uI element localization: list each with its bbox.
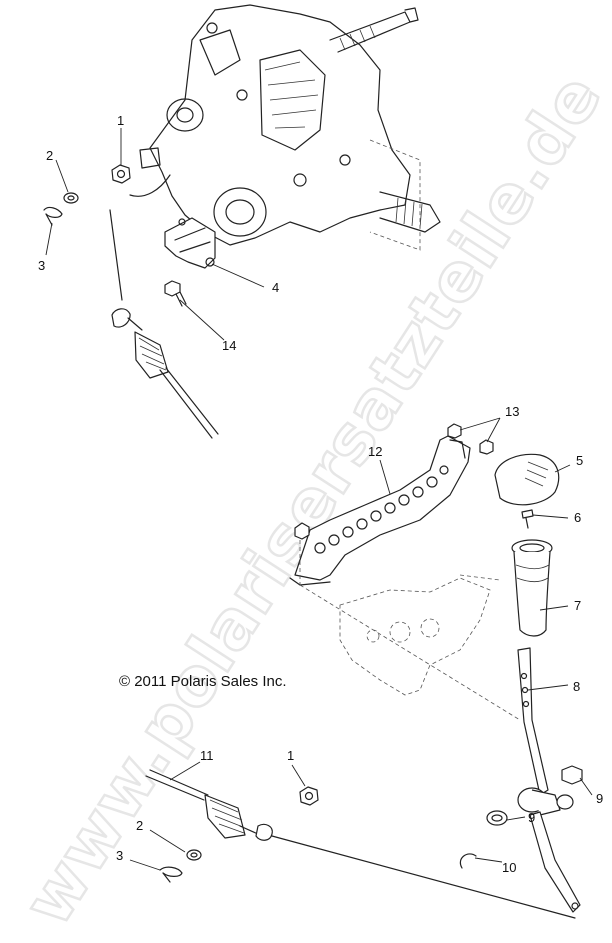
callout-7: 7 (574, 598, 581, 613)
shift-cable-top (109, 209, 219, 439)
callout-2-top: 2 (46, 148, 53, 163)
callout-13: 13 (505, 404, 519, 419)
callout-12: 12 (368, 444, 382, 459)
callout-2-bottom: 2 (136, 818, 143, 833)
plate-bolt (294, 522, 310, 540)
callout-1-bottom: 1 (287, 748, 294, 763)
part-1-nut-bottom (299, 786, 319, 806)
leader-lines (45, 128, 593, 871)
part-2-washer-top (63, 192, 79, 204)
callout-3-bottom: 3 (116, 848, 123, 863)
callout-8: 8 (573, 679, 580, 694)
part-6-screw (521, 509, 534, 529)
callout-10: 10 (502, 860, 516, 875)
callout-3-top: 3 (38, 258, 45, 273)
part-2-washer-bottom (186, 849, 202, 861)
part-10-e-clip (459, 853, 477, 869)
callout-14: 14 (222, 338, 236, 353)
callout-9-mid: 9 (528, 810, 535, 825)
part-13-bolts (447, 423, 494, 455)
part-4-bracket (164, 217, 216, 269)
part-9-bushing-mid (486, 810, 508, 826)
part-14-bolt (164, 280, 187, 307)
callout-9-right: 9 (596, 791, 603, 806)
part-3-clip-bottom (159, 866, 183, 883)
callout-5: 5 (576, 453, 583, 468)
shift-cable-bottom (145, 769, 576, 919)
part-5-shift-knob (494, 453, 560, 506)
callout-1-top: 1 (117, 113, 124, 128)
part-7-boot (511, 539, 553, 637)
callout-4: 4 (272, 280, 279, 295)
copyright-text: © 2011 Polaris Sales Inc. (119, 673, 287, 690)
transmission-housing (129, 4, 441, 251)
callout-11: 11 (200, 748, 214, 763)
callout-6: 6 (574, 510, 581, 525)
lever-pivot (517, 787, 581, 913)
callout-labels: 1 2 3 4 14 13 12 5 6 7 8 11 1 2 3 9 9 10 (38, 113, 603, 875)
part-1-nut-top (111, 164, 131, 184)
part-8-shift-lever (517, 647, 549, 796)
ghost-bracket (299, 540, 521, 721)
part-9-bushing-right (561, 765, 583, 785)
part-3-clip-top (43, 206, 63, 226)
